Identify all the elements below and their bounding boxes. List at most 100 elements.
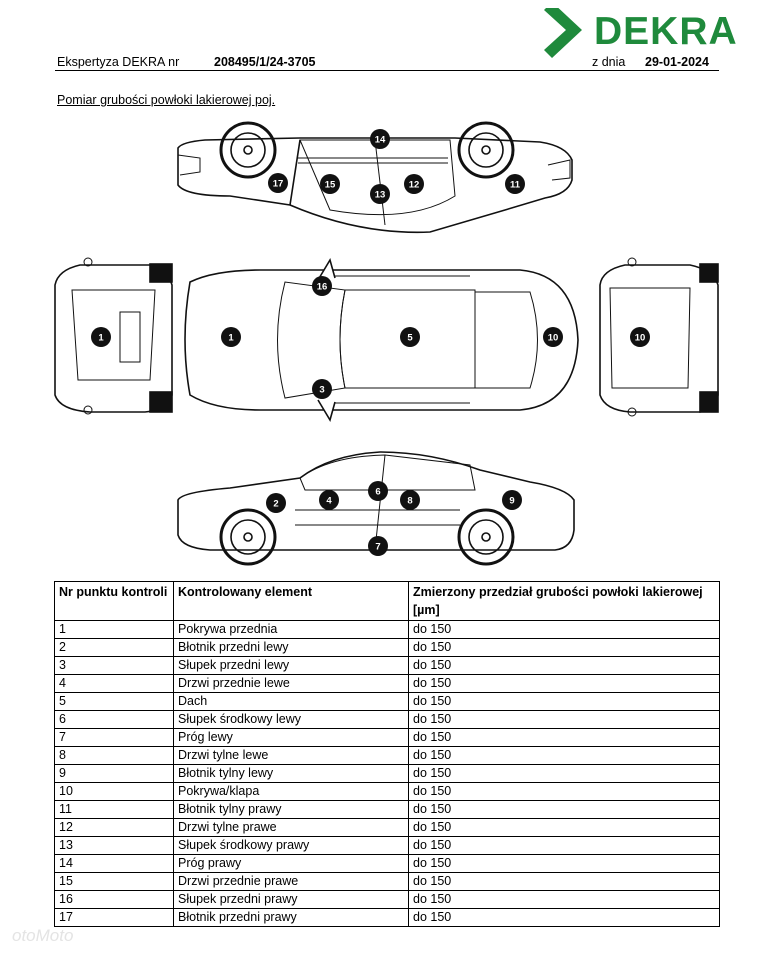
svg-text:10: 10 bbox=[548, 333, 559, 344]
cell-nr: 13 bbox=[54, 836, 174, 855]
cell-nr: 11 bbox=[54, 800, 174, 819]
cell-value: do 150 bbox=[408, 728, 720, 747]
cell-value: do 150 bbox=[408, 854, 720, 873]
marker-6: 6 bbox=[368, 481, 388, 501]
cell-nr: 17 bbox=[54, 908, 174, 927]
cell-value: do 150 bbox=[408, 836, 720, 855]
cell-element: Próg lewy bbox=[173, 728, 409, 747]
paint-thickness-table: Nr punktu kontroli Kontrolowany element … bbox=[54, 581, 720, 927]
marker-2: 2 bbox=[266, 493, 286, 513]
header-divider bbox=[55, 70, 719, 71]
dekra-logo-icon bbox=[544, 8, 582, 58]
marker-13: 13 bbox=[370, 184, 390, 204]
svg-text:1: 1 bbox=[98, 333, 104, 344]
marker-7: 7 bbox=[368, 536, 388, 556]
cell-value: do 150 bbox=[408, 890, 720, 909]
date-value: 29-01-2024 bbox=[645, 55, 709, 69]
marker-14: 14 bbox=[370, 129, 390, 149]
expertise-label: Ekspertyza DEKRA nr bbox=[57, 55, 180, 69]
cell-value: do 150 bbox=[408, 710, 720, 729]
cell-nr: 1 bbox=[54, 620, 174, 639]
cell-value: do 150 bbox=[408, 872, 720, 891]
cell-nr: 15 bbox=[54, 872, 174, 891]
car-top-view bbox=[184, 257, 579, 423]
cell-value: do 150 bbox=[408, 800, 720, 819]
cell-element: Pokrywa/klapa bbox=[173, 782, 409, 801]
svg-text:7: 7 bbox=[375, 542, 380, 553]
cell-nr: 6 bbox=[54, 710, 174, 729]
svg-text:1: 1 bbox=[228, 333, 234, 344]
svg-text:11: 11 bbox=[510, 180, 521, 191]
svg-text:15: 15 bbox=[325, 180, 336, 191]
cell-value: do 150 bbox=[408, 818, 720, 837]
page-subtitle: Pomiar grubości powłoki lakierowej poj. bbox=[57, 93, 276, 107]
cell-value: do 150 bbox=[408, 656, 720, 675]
table-header-row: Nr punktu kontroli Kontrolowany element … bbox=[54, 581, 720, 621]
svg-text:6: 6 bbox=[375, 487, 380, 498]
marker-8: 8 bbox=[400, 490, 420, 510]
svg-text:5: 5 bbox=[407, 333, 413, 344]
marker-17: 17 bbox=[268, 173, 288, 193]
cell-element: Drzwi przednie lewe bbox=[173, 674, 409, 693]
cell-element: Błotnik przedni lewy bbox=[173, 638, 409, 657]
cell-value: do 150 bbox=[408, 620, 720, 639]
cell-nr: 8 bbox=[54, 746, 174, 765]
marker-15: 15 bbox=[320, 174, 340, 194]
cell-nr: 16 bbox=[54, 890, 174, 909]
cell-element: Słupek przedni prawy bbox=[173, 890, 409, 909]
marker-11: 11 bbox=[505, 174, 525, 194]
marker-1-front: 1 bbox=[91, 327, 111, 347]
svg-text:12: 12 bbox=[409, 180, 420, 191]
cell-nr: 3 bbox=[54, 656, 174, 675]
marker-9: 9 bbox=[502, 490, 522, 510]
svg-text:14: 14 bbox=[375, 135, 386, 146]
svg-text:17: 17 bbox=[273, 179, 284, 190]
svg-text:4: 4 bbox=[326, 496, 332, 507]
header-value: Zmierzony przedział grubości powłoki lak… bbox=[408, 581, 720, 621]
header-element: Kontrolowany element bbox=[173, 581, 409, 621]
cell-nr: 5 bbox=[54, 692, 174, 711]
cell-element: Próg prawy bbox=[173, 854, 409, 873]
marker-10-rear: 10 bbox=[630, 327, 650, 347]
header-nr: Nr punktu kontroli bbox=[54, 581, 174, 621]
marker-12: 12 bbox=[404, 174, 424, 194]
cell-element: Drzwi tylne prawe bbox=[173, 818, 409, 837]
cell-nr: 7 bbox=[54, 728, 174, 747]
car-right-side-view bbox=[177, 121, 573, 234]
marker-16: 16 bbox=[312, 276, 332, 296]
expertise-number: 208495/1/24-3705 bbox=[214, 55, 316, 69]
cell-nr: 9 bbox=[54, 764, 174, 783]
cell-value: do 150 bbox=[408, 908, 720, 927]
cell-nr: 14 bbox=[54, 854, 174, 873]
marker-3: 3 bbox=[312, 379, 332, 399]
cell-value: do 150 bbox=[408, 746, 720, 765]
cell-nr: 10 bbox=[54, 782, 174, 801]
date-label: z dnia bbox=[592, 55, 626, 69]
svg-text:9: 9 bbox=[509, 496, 514, 507]
cell-element: Drzwi przednie prawe bbox=[173, 872, 409, 891]
marker-4: 4 bbox=[319, 490, 339, 510]
cell-value: do 150 bbox=[408, 764, 720, 783]
cell-element: Błotnik tylny prawy bbox=[173, 800, 409, 819]
cell-nr: 2 bbox=[54, 638, 174, 657]
car-left-side-view bbox=[177, 451, 575, 566]
svg-text:8: 8 bbox=[407, 496, 412, 507]
cell-element: Błotnik tylny lewy bbox=[173, 764, 409, 783]
marker-10-top: 10 bbox=[543, 327, 563, 347]
brand-name: DEKRA bbox=[594, 10, 738, 53]
cell-nr: 4 bbox=[54, 674, 174, 693]
svg-text:13: 13 bbox=[375, 190, 386, 201]
cell-element: Drzwi tylne lewe bbox=[173, 746, 409, 765]
